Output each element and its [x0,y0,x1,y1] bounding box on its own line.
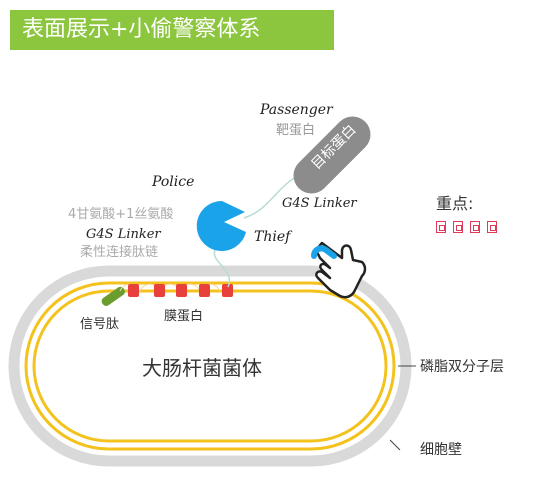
cell-body-label: 大肠杆菌菌体 [142,356,262,380]
gly-ser-label: 4甘氨酸+1丝氨酸 [68,207,173,222]
phospholipid-bilayer-outer [24,281,396,451]
g4s-linker-top-label: G4S Linker [282,196,357,211]
membrane-protein [119,283,233,297]
missing-glyph-icon [453,221,463,233]
pointing-hand-icon [311,241,367,299]
g4s-linker-lower [213,249,231,288]
thief-label: Thief [254,229,293,245]
flexible-linker-label: 柔性连接肽链 [80,244,158,260]
membrane-protein-label: 膜蛋白 [164,308,203,324]
g4s-linker-left-label: G4S Linker [86,227,161,242]
police-label: Police [151,174,194,190]
missing-glyph-icon [487,221,497,233]
signal-peptide [101,286,125,306]
target-protein [293,116,371,194]
cell-wall-label: 细胞壁 [420,442,462,458]
page-title: 表面展示+小偷警察体系 [22,17,261,42]
membrane-protein-segment [199,284,210,297]
police-protein [196,200,246,251]
membrane-protein-segment [154,284,165,297]
membrane-protein-segment [222,284,233,297]
membrane-protein-segment [176,284,187,297]
missing-glyph-icon [470,221,480,233]
leader-line-wall [389,439,401,451]
passenger-label: Passenger [259,102,334,118]
missing-glyph-icon [436,221,446,233]
signal-peptide-label: 信号肽 [80,317,119,332]
title-banner [10,10,334,50]
key-points-heading: 重点: [436,194,474,213]
phospholipid-bilayer-label: 磷脂双分子层 [420,359,504,375]
key-points-placeholder-row [436,221,497,233]
passenger-cn-label: 靶蛋白 [276,122,315,138]
membrane-protein-segment [128,284,139,297]
